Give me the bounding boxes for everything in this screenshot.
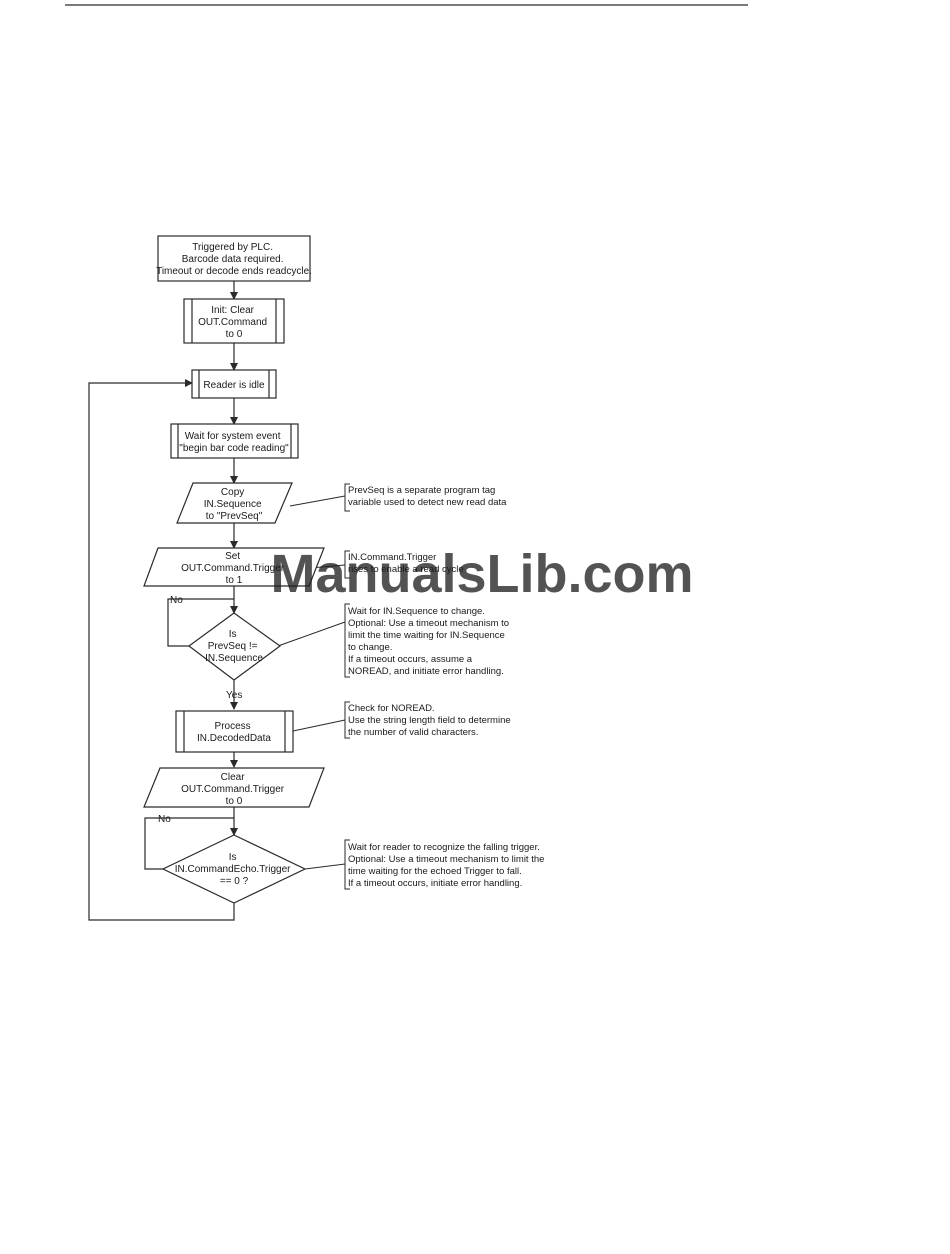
process-text: Process IN.DecodedData bbox=[197, 721, 271, 744]
clear-data-shape bbox=[143, 767, 325, 808]
init-process-box bbox=[183, 298, 285, 344]
note-noread: Check for NOREAD. Use the string length … bbox=[348, 703, 513, 738]
init-text: Init: Clear OUT.Command to 0 bbox=[198, 305, 270, 340]
note-connector bbox=[304, 863, 346, 870]
start-text: Triggered by PLC. Barcode data required.… bbox=[156, 242, 312, 277]
loop-seq-no bbox=[167, 598, 234, 647]
echo-decision-text: Is IN.CommandEcho.Trigger == 0 ? bbox=[175, 852, 294, 887]
sequence-decision bbox=[187, 612, 282, 681]
echo-decision bbox=[161, 834, 307, 904]
note-bracket bbox=[344, 483, 350, 512]
wait-text: Wait for system event "begin bar code re… bbox=[179, 431, 289, 454]
note-connector bbox=[292, 719, 346, 732]
sequence-yes-label: Yes bbox=[226, 690, 242, 701]
note-sequence: Wait for IN.Sequence to change. Optional… bbox=[348, 606, 512, 677]
note-bracket bbox=[344, 550, 350, 579]
watermark: ManualsLib.com bbox=[270, 544, 693, 604]
idle-text: Reader is idle bbox=[203, 380, 265, 391]
copy-text: Copy IN.Sequence to "PrevSeq" bbox=[204, 487, 265, 522]
note-bracket bbox=[344, 701, 350, 739]
note-connector bbox=[289, 495, 346, 507]
idle-process-box bbox=[191, 369, 277, 399]
note-trigger: IN.Command.Trigger rises to enable a rea… bbox=[348, 552, 464, 575]
loop-to-idle bbox=[88, 379, 235, 921]
sequence-decision-text: Is PrevSeq != IN.Sequence bbox=[205, 629, 263, 664]
clear-text: Clear OUT.Command.Trigger to 0 bbox=[181, 772, 287, 807]
sequence-no-label: No bbox=[170, 595, 183, 606]
process-box bbox=[175, 710, 294, 753]
set-data-shape bbox=[143, 547, 325, 587]
echo-no-label: No bbox=[158, 814, 171, 825]
copy-data-shape bbox=[176, 482, 293, 524]
note-prevseq: PrevSeq is a separate program tag variab… bbox=[348, 485, 507, 508]
note-connector bbox=[277, 621, 346, 647]
note-bracket bbox=[344, 603, 350, 678]
wait-process-box bbox=[170, 423, 299, 459]
note-bracket bbox=[344, 839, 350, 890]
set-text: Set OUT.Command.Trigger to 1 bbox=[181, 551, 287, 586]
note-falling-trigger: Wait for reader to recognize the falling… bbox=[348, 842, 547, 889]
start-box bbox=[157, 235, 311, 282]
loop-echo-no bbox=[144, 817, 234, 870]
